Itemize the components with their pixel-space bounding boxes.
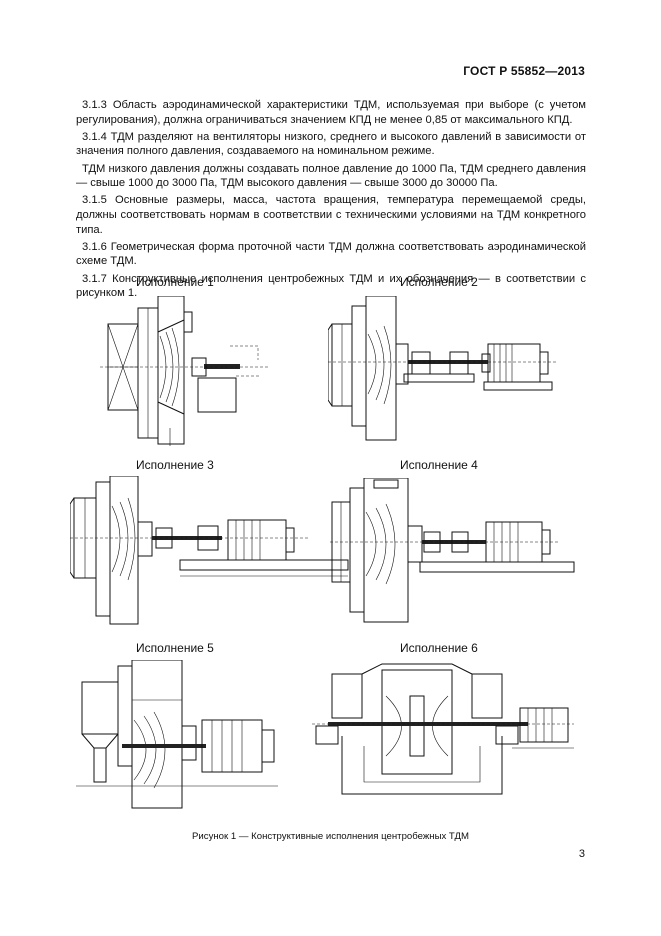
page-number: 3: [578, 848, 585, 860]
paragraph-3-1-6: 3.1.6 Геометрическая форма проточной час…: [76, 240, 586, 268]
fan-drawing-6: [312, 663, 574, 795]
figure-label-2: Исполнение 2: [400, 275, 478, 289]
figure-label-4: Исполнение 4: [400, 458, 478, 472]
fan-drawing-5: [76, 660, 278, 809]
figure-label-5: Исполнение 5: [136, 641, 214, 655]
figure-caption: Рисунок 1 — Конструктивные исполнения це…: [192, 831, 469, 842]
figure-label-3: Исполнение 3: [136, 458, 214, 472]
paragraph-3-1-5: 3.1.5 Основные размеры, масса, частота в…: [76, 194, 586, 236]
document-header: ГОСТ Р 55852—2013: [463, 64, 585, 78]
fan-drawing-1: [100, 296, 270, 446]
fan-drawing-4: [330, 478, 575, 623]
paragraph-3-1-4: 3.1.4 ТДМ разделяют на вентиляторы низко…: [76, 130, 586, 158]
body-text: 3.1.3 Область аэродинамической характери…: [76, 98, 586, 303]
fan-drawing-3: [70, 476, 349, 625]
figure-label-1: Исполнение 1: [136, 275, 214, 289]
paragraph-pressure: ТДМ низкого давления должны создавать по…: [76, 162, 586, 190]
figure-label-6: Исполнение 6: [400, 641, 478, 655]
fan-drawing-2: [328, 296, 558, 441]
paragraph-3-1-7: 3.1.7 Конструктивные исполнения центробе…: [76, 272, 586, 300]
paragraph-3-1-3: 3.1.3 Область аэродинамической характери…: [76, 99, 586, 126]
